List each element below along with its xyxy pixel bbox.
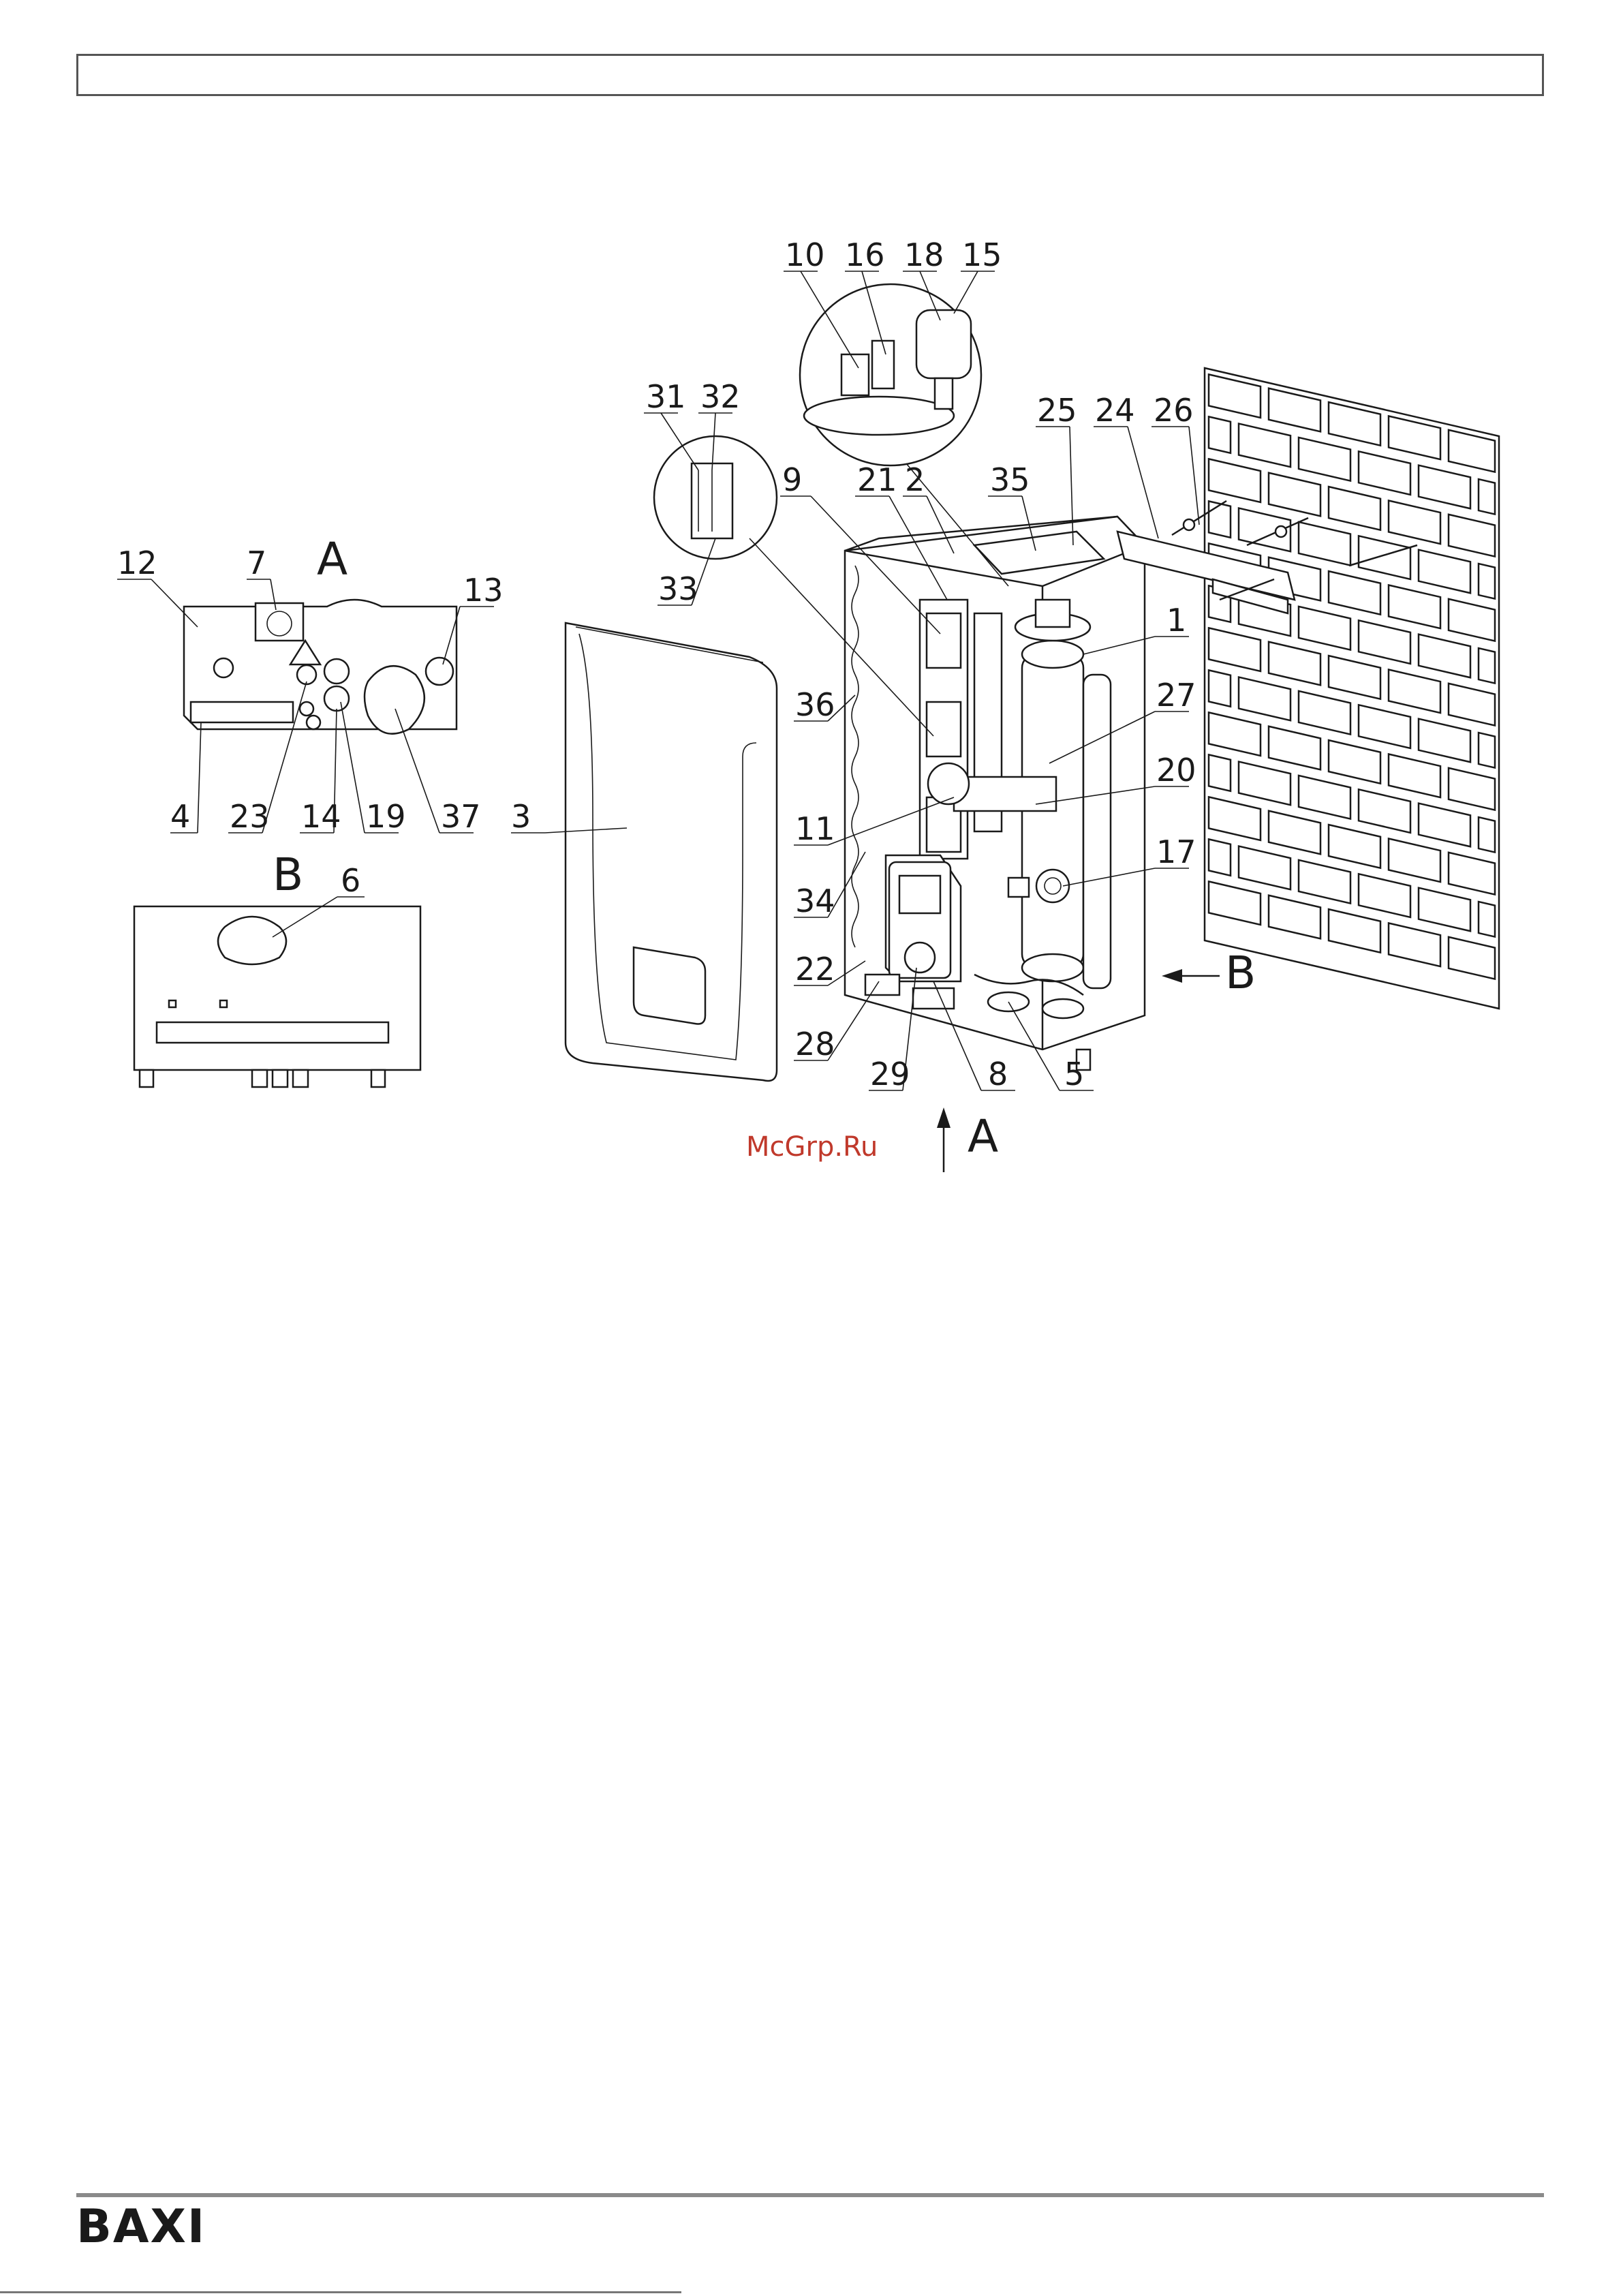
callout-13: 13 — [463, 572, 504, 609]
callout-12: 12 — [117, 545, 157, 581]
callout-32: 32 — [700, 378, 741, 415]
callout-2: 2 — [905, 461, 925, 498]
view-label-a: A — [317, 533, 347, 585]
callout-27: 27 — [1156, 677, 1196, 714]
callout-17: 17 — [1156, 833, 1196, 870]
brick-wall — [1205, 368, 1499, 1009]
callout-29: 29 — [870, 1056, 910, 1092]
brick — [1209, 670, 1231, 706]
arrow-label-b: B — [1225, 947, 1256, 999]
brick — [1479, 479, 1495, 515]
callout-9: 9 — [782, 461, 802, 498]
callout-3: 3 — [511, 798, 531, 835]
callout-5: 5 — [1064, 1056, 1084, 1092]
callout-24: 24 — [1095, 392, 1135, 429]
callout-7: 7 — [247, 545, 266, 581]
callout-11: 11 — [795, 810, 835, 847]
brick — [1209, 754, 1231, 791]
callout-6: 6 — [341, 862, 360, 899]
brick — [1209, 501, 1231, 537]
footer-rule — [76, 2193, 1544, 2197]
brick — [1209, 839, 1231, 875]
callout-31: 31 — [646, 378, 686, 415]
front-cover — [566, 623, 777, 1081]
brick — [1479, 817, 1495, 853]
brick — [1479, 902, 1495, 937]
view-label-b: B — [273, 848, 303, 901]
view-a — [184, 600, 457, 734]
callout-15: 15 — [962, 236, 1002, 273]
callout-22: 22 — [795, 951, 835, 988]
callout-8: 8 — [988, 1056, 1008, 1092]
callout-21: 21 — [857, 461, 897, 498]
callout-28: 28 — [795, 1026, 835, 1062]
callout-20: 20 — [1156, 752, 1196, 789]
brand-logo: BAXI — [76, 2200, 206, 2254]
brick — [1479, 564, 1495, 599]
callout-34: 34 — [795, 883, 835, 919]
boiler-housing — [845, 517, 1145, 1070]
brick — [1479, 733, 1495, 768]
callout-1: 1 — [1166, 602, 1186, 639]
watermark: McGrp.Ru — [746, 1131, 878, 1163]
arrow-label-a: A — [968, 1110, 998, 1163]
callout-26: 26 — [1154, 392, 1194, 429]
callout-16: 16 — [845, 236, 885, 273]
page-edge-line — [0, 2291, 681, 2293]
callout-18: 18 — [904, 236, 944, 273]
callout-25: 25 — [1037, 392, 1077, 429]
callout-4: 4 — [170, 798, 190, 835]
callout-10: 10 — [785, 236, 825, 273]
callout-36: 36 — [795, 686, 835, 723]
callout-19: 19 — [366, 798, 406, 835]
brick — [1479, 648, 1495, 684]
callout-37: 37 — [441, 798, 481, 835]
callout-14: 14 — [301, 798, 341, 835]
callout-23: 23 — [230, 798, 270, 835]
callout-33: 33 — [658, 570, 698, 607]
callout-35: 35 — [990, 461, 1030, 498]
brick — [1209, 416, 1231, 453]
